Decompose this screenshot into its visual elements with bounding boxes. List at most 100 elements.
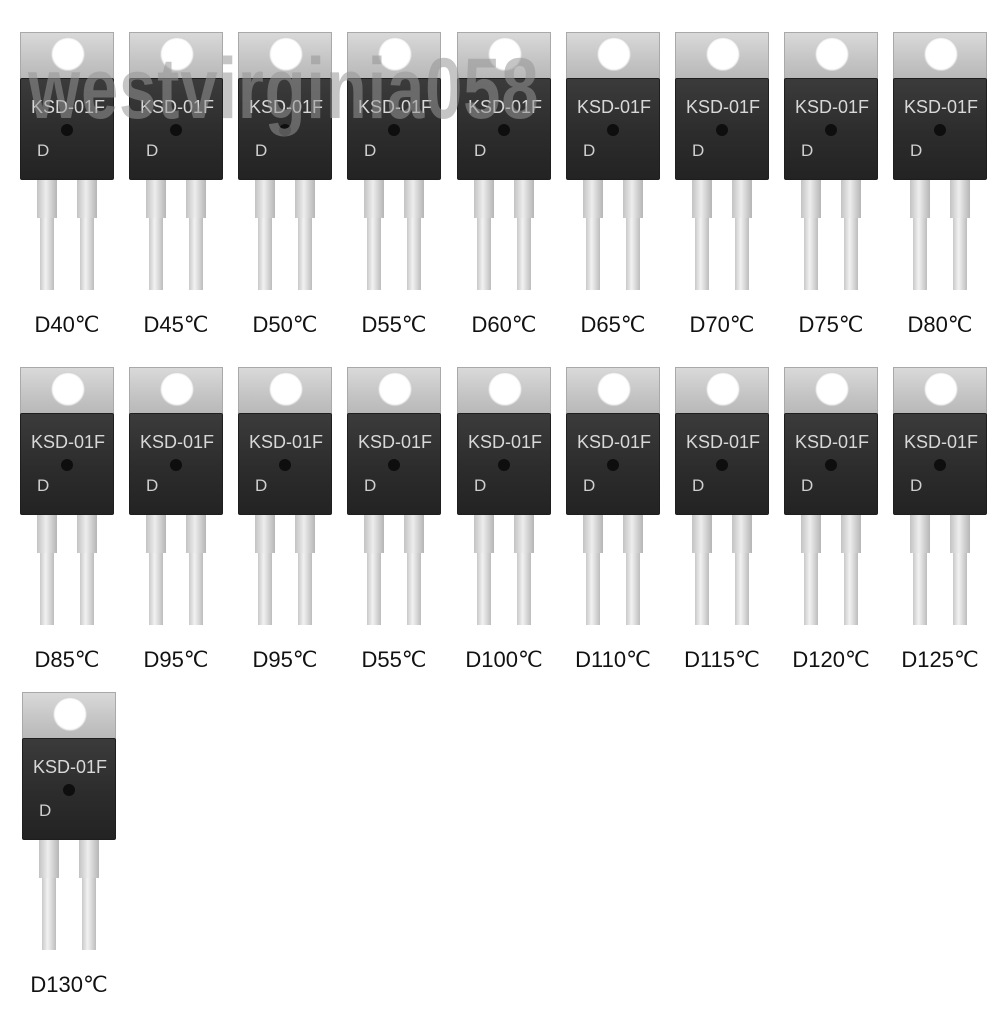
temperature-label: D120℃: [792, 647, 870, 672]
mark-label: D: [583, 141, 596, 160]
lead-left: [364, 513, 384, 625]
thermostat-item: KSD-01F D D65℃: [566, 32, 660, 352]
lead-left: [474, 513, 494, 625]
lead-left: [474, 178, 494, 290]
sensor-dot: [63, 784, 75, 796]
mounting-hole: [53, 697, 87, 731]
component-body: KSD-01F D: [457, 413, 551, 515]
lead-left: [583, 513, 603, 625]
mark-label: D: [692, 476, 705, 495]
model-label: KSD-01F: [467, 432, 543, 452]
model-label: KSD-01F: [794, 97, 870, 117]
mounting-hole: [51, 372, 85, 406]
mounting-hole: [269, 372, 303, 406]
mounting-tab: [566, 367, 660, 415]
lead-left: [37, 513, 57, 625]
lead-right: [404, 513, 424, 625]
model-label: KSD-01F: [139, 432, 215, 452]
thermostat-item: KSD-01F D D45℃: [129, 32, 223, 352]
lead-left: [910, 513, 930, 625]
sensor-dot: [934, 124, 946, 136]
temperature-label: D40℃: [34, 312, 100, 337]
sensor-dot: [825, 124, 837, 136]
mounting-tab: [457, 367, 551, 415]
sensor-dot: [170, 124, 182, 136]
mounting-tab: [129, 367, 223, 415]
mounting-hole: [378, 372, 412, 406]
temperature-label: D65℃: [580, 312, 646, 337]
lead-left: [146, 513, 166, 625]
model-label: KSD-01F: [685, 432, 761, 452]
mounting-hole: [815, 372, 849, 406]
model-label: KSD-01F: [248, 432, 324, 452]
mounting-tab: [347, 32, 441, 80]
thermostat-item: KSD-01F D D95℃: [238, 367, 332, 687]
mounting-hole: [51, 37, 85, 71]
mounting-tab: [238, 32, 332, 80]
mounting-tab: [675, 32, 769, 80]
thermostat-item: KSD-01F D D115℃: [675, 367, 769, 687]
thermostat-item: KSD-01F D D40℃: [20, 32, 114, 352]
mark-label: D: [474, 476, 487, 495]
mounting-tab: [893, 32, 987, 80]
mounting-tab: [784, 367, 878, 415]
mounting-tab: [784, 32, 878, 80]
lead-left: [146, 178, 166, 290]
mounting-tab: [347, 367, 441, 415]
sensor-dot: [716, 459, 728, 471]
model-label: KSD-01F: [685, 97, 761, 117]
component-body: KSD-01F D: [784, 413, 878, 515]
mark-label: D: [910, 141, 923, 160]
lead-right: [79, 838, 99, 950]
mark-label: D: [146, 141, 159, 160]
sensor-dot: [934, 459, 946, 471]
lead-right: [77, 178, 97, 290]
mounting-hole: [924, 372, 958, 406]
component-body: KSD-01F D: [893, 78, 987, 180]
mounting-tab: [20, 367, 114, 415]
sensor-dot: [498, 124, 510, 136]
lead-right: [404, 178, 424, 290]
model-label: KSD-01F: [139, 97, 215, 117]
component-body: KSD-01F D: [347, 78, 441, 180]
sensor-dot: [716, 124, 728, 136]
thermostat-item: KSD-01F D D85℃: [20, 367, 114, 687]
component-body: KSD-01F D: [20, 78, 114, 180]
model-label: KSD-01F: [30, 432, 106, 452]
component-body: KSD-01F D: [238, 413, 332, 515]
mark-label: D: [37, 141, 50, 160]
mounting-tab: [20, 32, 114, 80]
mounting-tab: [457, 32, 551, 80]
sensor-dot: [498, 459, 510, 471]
sensor-dot: [170, 459, 182, 471]
sensor-dot: [607, 459, 619, 471]
sensor-dot: [825, 459, 837, 471]
thermostat-item: KSD-01F D D100℃: [457, 367, 551, 687]
mounting-tab: [22, 692, 116, 740]
temperature-label: D110℃: [575, 647, 651, 672]
mounting-hole: [488, 372, 522, 406]
mounting-hole: [815, 37, 849, 71]
model-label: KSD-01F: [30, 97, 106, 117]
temperature-label: D45℃: [143, 312, 209, 337]
thermostat-item: KSD-01F D D110℃: [566, 367, 660, 687]
mark-label: D: [37, 476, 50, 495]
temperature-label: D55℃: [361, 312, 427, 337]
mark-label: D: [801, 141, 814, 160]
model-label: KSD-01F: [903, 432, 979, 452]
lead-left: [910, 178, 930, 290]
mounting-tab: [893, 367, 987, 415]
model-label: KSD-01F: [467, 97, 543, 117]
thermostat-item: KSD-01F D D125℃: [893, 367, 987, 687]
component-body: KSD-01F D: [566, 78, 660, 180]
lead-right: [295, 513, 315, 625]
mounting-hole: [924, 37, 958, 71]
lead-right: [186, 513, 206, 625]
thermostat-item: KSD-01F D D95℃: [129, 367, 223, 687]
lead-right: [295, 178, 315, 290]
mounting-hole: [597, 37, 631, 71]
component-body: KSD-01F D: [129, 78, 223, 180]
mark-label: D: [364, 141, 377, 160]
model-label: KSD-01F: [357, 97, 433, 117]
mark-label: D: [692, 141, 705, 160]
